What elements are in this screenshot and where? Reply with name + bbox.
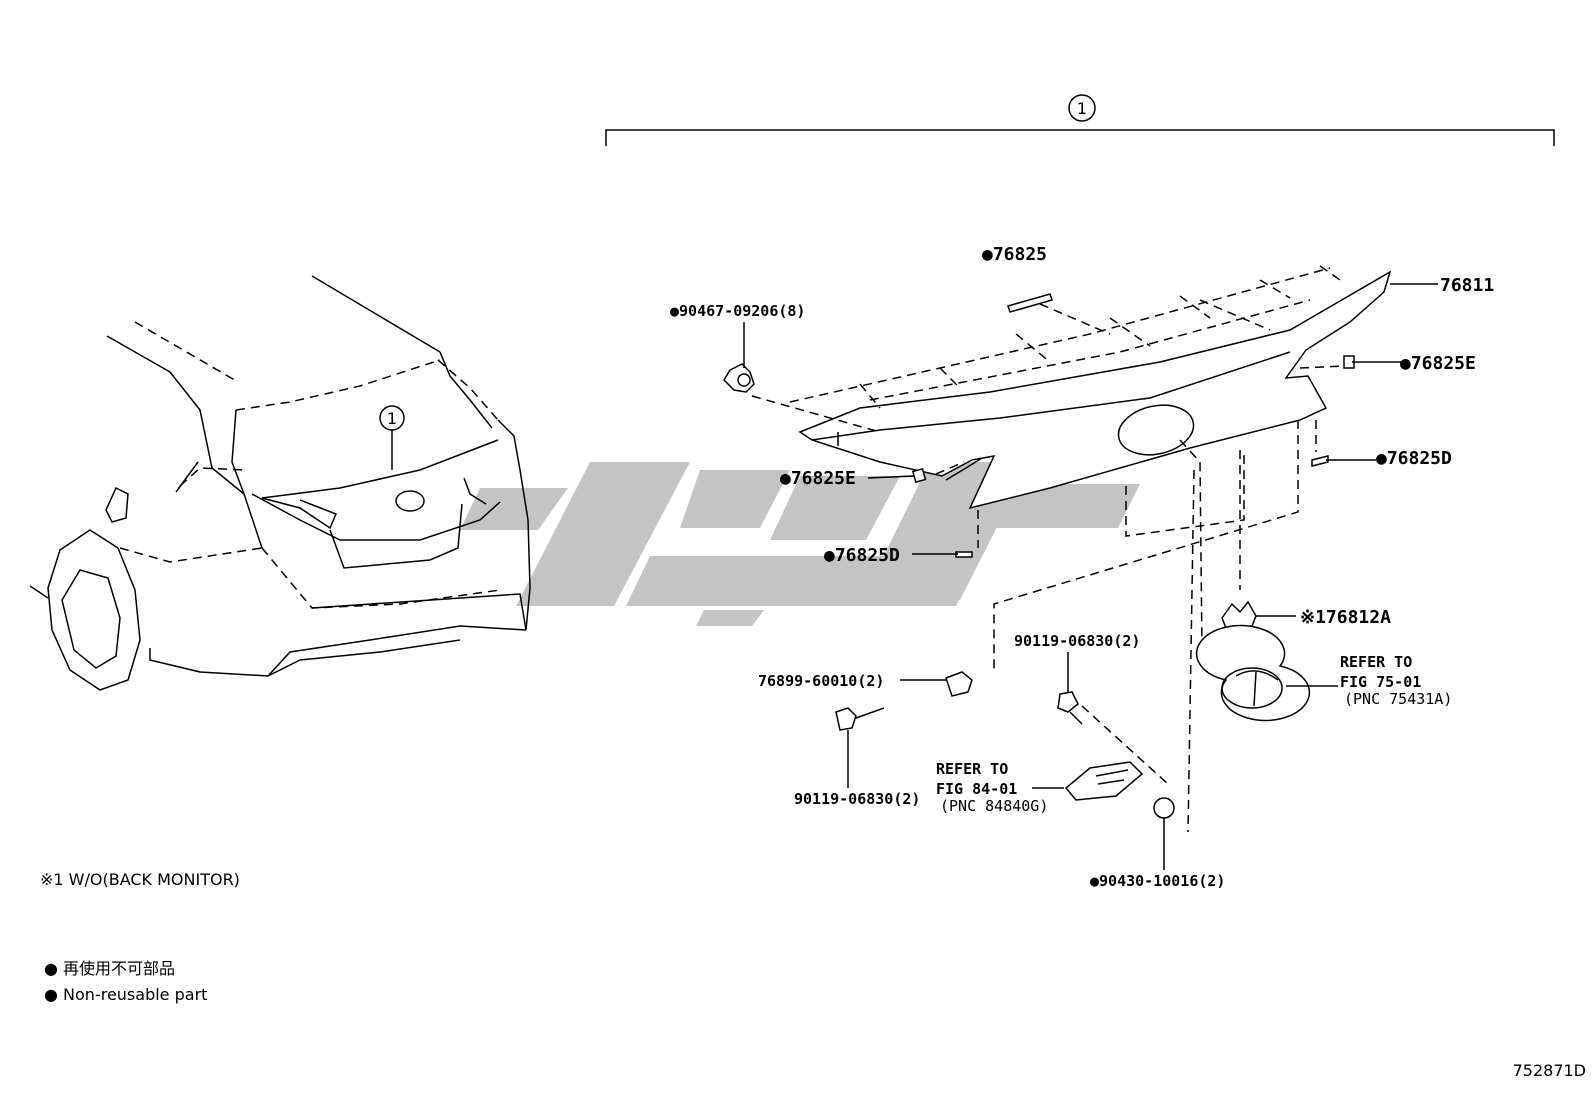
construction-lines (751, 265, 1345, 833)
watermark-logo (460, 462, 1140, 626)
label-76825-top: ●76825 (982, 244, 1047, 265)
label-90430: ●90430-10016(2) (1090, 872, 1225, 890)
label-76825E-right: ●76825E (1400, 353, 1476, 374)
refer-84-line3: (PNC 84840G) (940, 797, 1048, 815)
car-callout-circle (379, 405, 405, 431)
legend-non-reusable: ● Non-reusable part (44, 985, 207, 1004)
figure-id: 752871D (1513, 1061, 1586, 1080)
label-76825D-right: ●76825D (1376, 448, 1452, 469)
label-76899: 76899-60010(2) (758, 672, 884, 690)
refer-fig-75: REFER TO FIG 75-01 (PNC 75431A) (1340, 653, 1452, 708)
label-90467: ●90467-09206(8) (670, 302, 805, 320)
footnote-back-monitor: ※1 W/O(BACK MONITOR) (40, 870, 240, 889)
refer-84-line1: REFER TO (936, 760, 1008, 778)
label-76825E-left: ●76825E (780, 468, 856, 489)
label-90119-bottom: 90119-06830(2) (794, 790, 920, 808)
car-callout-number: 1 (387, 409, 397, 428)
refer-75-line3: (PNC 75431A) (1344, 690, 1452, 708)
refer-84-line2: FIG 84-01 (936, 780, 1017, 798)
assembly-bracket (605, 129, 1555, 146)
assembly-marker-number: 1 (1077, 99, 1087, 118)
refer-fig-84: REFER TO FIG 84-01 (PNC 84840G) (936, 760, 1048, 815)
small-parts (723, 293, 1355, 819)
leader-lines (743, 283, 1438, 870)
label-76825D-left: ●76825D (824, 545, 900, 566)
refer-75-line2: FIG 75-01 (1340, 673, 1421, 691)
refer-75-line1: REFER TO (1340, 653, 1412, 671)
back-door-garnish (798, 270, 1392, 510)
label-76812A: ※176812A (1300, 607, 1391, 628)
legend-japanese: ● 再使用不可部品 (44, 959, 175, 978)
car-rear-illustration (29, 275, 531, 691)
assembly-marker-circle (1068, 94, 1096, 122)
label-76811: 76811 (1440, 275, 1494, 296)
label-90119-top: 90119-06830(2) (1014, 632, 1140, 650)
